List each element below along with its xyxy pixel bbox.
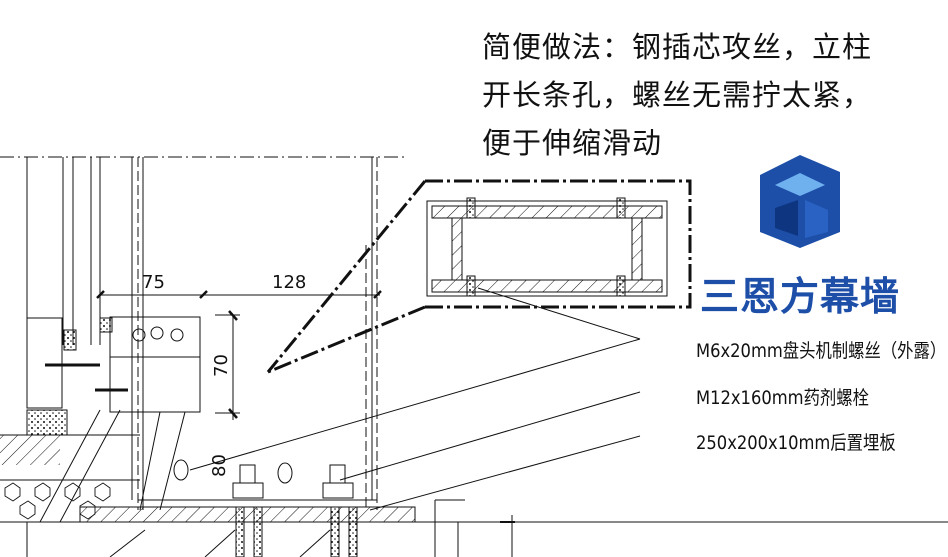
dimension-80: 80 [208,454,230,477]
label-screw: M6x20mm盘头机制螺丝（外露） [696,340,947,362]
label-anchor-bolt: M12x160mm药剂螺栓 [696,387,869,409]
dimension-70: 70 [210,354,232,377]
brand-name: 三恩方幕墙 [700,275,901,320]
brand-logo-icon [760,155,840,248]
note-line-2: 开长条孔，螺丝无需拧太紧， [482,78,873,112]
note-line-1: 简便做法：钢插芯攻丝，立柱 [482,30,873,64]
label-embed-plate: 250x200x10mm后置埋板 [696,432,896,454]
dimension-128: 128 [272,272,307,293]
dimension-75: 75 [142,272,165,293]
note-line-3: 便于伸缩滑动 [482,126,663,160]
